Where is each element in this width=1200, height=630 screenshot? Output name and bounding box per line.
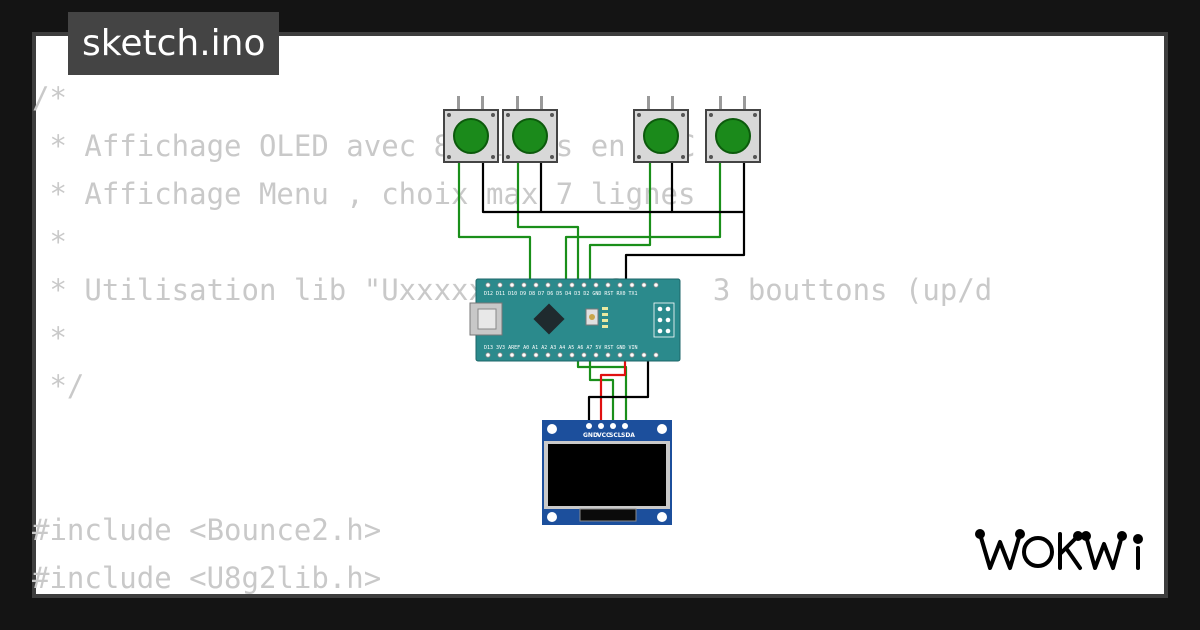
nano-pin-hole bbox=[617, 352, 623, 358]
file-tab[interactable]: sketch.ino bbox=[68, 12, 280, 75]
nano-pin-hole bbox=[605, 352, 611, 358]
oled-screen bbox=[548, 444, 666, 506]
nano-pin-hole bbox=[497, 352, 503, 358]
nano-pin-hole bbox=[605, 282, 611, 288]
nano-pin-hole bbox=[557, 352, 563, 358]
nano-bottom-header bbox=[485, 352, 659, 358]
wire-btn4-gnd bbox=[624, 162, 746, 283]
nano-pin-hole bbox=[629, 282, 635, 288]
oled-pin-vcc: VCC bbox=[597, 432, 611, 439]
code-line: /* bbox=[32, 81, 67, 115]
code-line: */ bbox=[32, 369, 85, 403]
nano-pin-hole bbox=[581, 352, 587, 358]
nano-pin-hole bbox=[569, 352, 575, 358]
wire-btn4-signal bbox=[564, 162, 722, 283]
wokwi-logo[interactable] bbox=[974, 522, 1154, 582]
wire-btn1-gnd bbox=[481, 162, 672, 214]
oled-ribbon bbox=[579, 508, 637, 522]
nano-pin-hole bbox=[509, 282, 515, 288]
nano-pin-hole bbox=[593, 352, 599, 358]
nano-pin-hole bbox=[545, 352, 551, 358]
code-editor: /* * Affichage OLED avec 8 lignes en I2C… bbox=[32, 74, 1100, 602]
nano-pin-hole bbox=[545, 282, 551, 288]
oled-pin-gnd: GND bbox=[583, 432, 598, 439]
nano-bottom-pin-labels: D13 3V3 AREF A0 A1 A2 A3 A4 A5 A6 A7 5V … bbox=[484, 345, 638, 351]
oled-pin-sda: SDA bbox=[621, 432, 635, 439]
oled-display[interactable]: GND VCC SCL SDA bbox=[542, 420, 672, 525]
code-line: * Affichage Menu , choix max 7 lignes bbox=[32, 177, 696, 211]
pushbutton-3[interactable] bbox=[633, 96, 689, 163]
pushbutton-1[interactable] bbox=[443, 96, 499, 163]
wire-btn3-gnd bbox=[670, 162, 744, 214]
nano-pin-hole bbox=[485, 282, 491, 288]
nano-pin-hole bbox=[509, 352, 515, 358]
nano-top-header bbox=[485, 282, 659, 288]
nano-pin-hole bbox=[497, 282, 503, 288]
icsp-header bbox=[653, 302, 675, 338]
wire-btn1-signal bbox=[457, 162, 532, 283]
nano-pin-hole bbox=[593, 282, 599, 288]
nano-pin-hole bbox=[641, 282, 647, 288]
wire-oled-vcc bbox=[599, 355, 627, 426]
nano-pin-hole bbox=[617, 282, 623, 288]
code-line: #include <Bounce2.h> bbox=[32, 513, 382, 547]
oled-pin-scl: SCL bbox=[609, 432, 622, 439]
nano-pin-hole bbox=[521, 352, 527, 358]
nano-pin-hole bbox=[629, 352, 635, 358]
nano-pin-hole bbox=[485, 352, 491, 358]
nano-pin-hole bbox=[653, 282, 659, 288]
code-line: #include <U8g2lib.h> bbox=[32, 561, 382, 595]
nano-pin-hole bbox=[533, 282, 539, 288]
code-line: * bbox=[32, 225, 67, 259]
nano-pin-hole bbox=[521, 282, 527, 288]
nano-pin-hole bbox=[569, 282, 575, 288]
nano-pin-hole bbox=[533, 352, 539, 358]
pushbutton-4[interactable] bbox=[705, 96, 761, 163]
wire-btn2-signal bbox=[516, 162, 580, 283]
arduino-nano[interactable]: D12 D11 D10 D9 D8 D7 D6 D5 D4 D3 D2 GND … bbox=[469, 278, 681, 362]
nano-pin-hole bbox=[557, 282, 563, 288]
code-line: * bbox=[32, 321, 67, 355]
nano-pin-hole bbox=[641, 352, 647, 358]
pushbutton-2[interactable] bbox=[502, 96, 558, 163]
nano-pin-hole bbox=[581, 282, 587, 288]
wire-oled-gnd bbox=[587, 355, 650, 426]
wire-btn3-signal bbox=[588, 162, 652, 283]
nano-top-pin-labels: D12 D11 D10 D9 D8 D7 D6 D5 D4 D3 D2 GND … bbox=[484, 291, 638, 297]
nano-pin-hole bbox=[653, 352, 659, 358]
